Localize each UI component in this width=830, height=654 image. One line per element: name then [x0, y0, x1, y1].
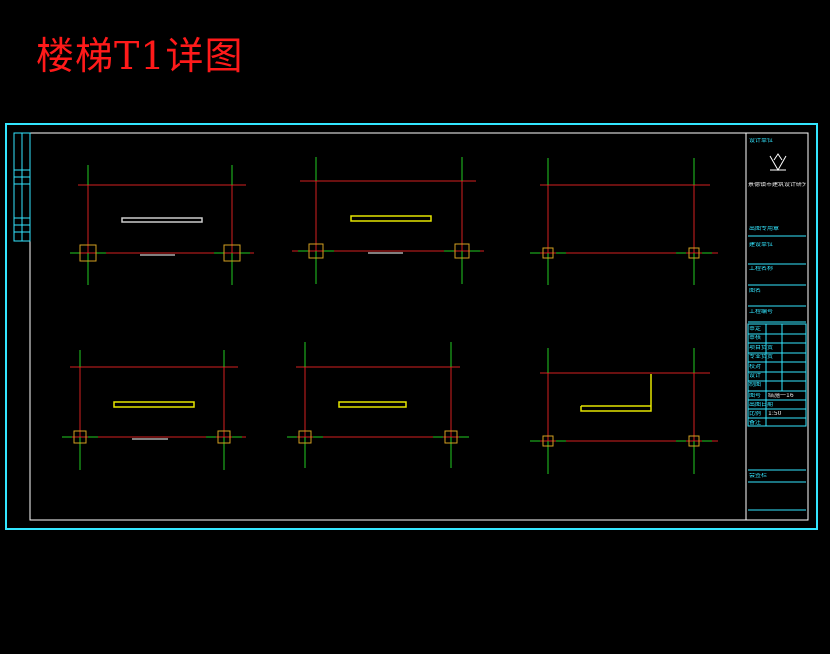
sheet-inner-border	[29, 132, 809, 521]
sheet-outer-frame	[5, 123, 818, 530]
project-number-label: 工程编号	[749, 309, 774, 315]
signature-row-label: 设计	[749, 373, 762, 379]
company-name: 景德镇市建筑设计研究院有限公司	[748, 182, 806, 188]
issue-date-label: 出图日期	[749, 402, 774, 408]
column-square	[308, 243, 324, 259]
column-square	[73, 430, 87, 444]
title-block-dividers	[747, 235, 807, 511]
column-square	[688, 247, 700, 259]
remark-label: 备注	[749, 420, 762, 426]
drawing-name-label: 图名	[749, 288, 762, 294]
stair-beam	[350, 215, 432, 222]
signature-row-label: 审核	[749, 335, 762, 342]
column-square	[223, 244, 241, 262]
signature-row-label: 项目负责	[749, 344, 774, 351]
design-unit-label: 设计单位	[749, 138, 774, 144]
binding-strip	[13, 132, 31, 242]
column-square	[444, 430, 458, 444]
column-square	[454, 243, 470, 259]
column-square	[542, 435, 554, 447]
drawing-number-label: 图号	[749, 393, 762, 399]
approval-label: 出图专用章	[749, 226, 780, 232]
scale-value: 1:50	[768, 411, 782, 417]
stair-beam	[113, 401, 195, 408]
signature-row-label: 制图	[749, 382, 762, 389]
stair-beam	[338, 401, 407, 408]
stair-landing-beam	[580, 374, 652, 412]
plan-views	[62, 157, 718, 474]
column-square	[542, 247, 554, 259]
stair-beam	[121, 217, 203, 223]
signature-row-label: 校对	[749, 363, 762, 370]
client-label: 建设单位	[749, 242, 774, 248]
drawing-title: 楼梯T1详图	[36, 34, 244, 78]
project-label: 工程名称	[749, 266, 774, 272]
title-block	[745, 132, 809, 521]
signature-row-label: 专业负责	[749, 354, 774, 361]
countersign-label: 会签栏	[749, 473, 768, 479]
column-square	[688, 435, 700, 447]
column-square	[298, 430, 312, 444]
column-square	[79, 244, 97, 262]
column-square	[217, 430, 231, 444]
scale-label: 比例	[749, 411, 762, 417]
drawing-number-value: 结施一16	[768, 393, 794, 399]
signature-row-label: 审定	[749, 326, 762, 332]
company-logo	[769, 153, 787, 172]
